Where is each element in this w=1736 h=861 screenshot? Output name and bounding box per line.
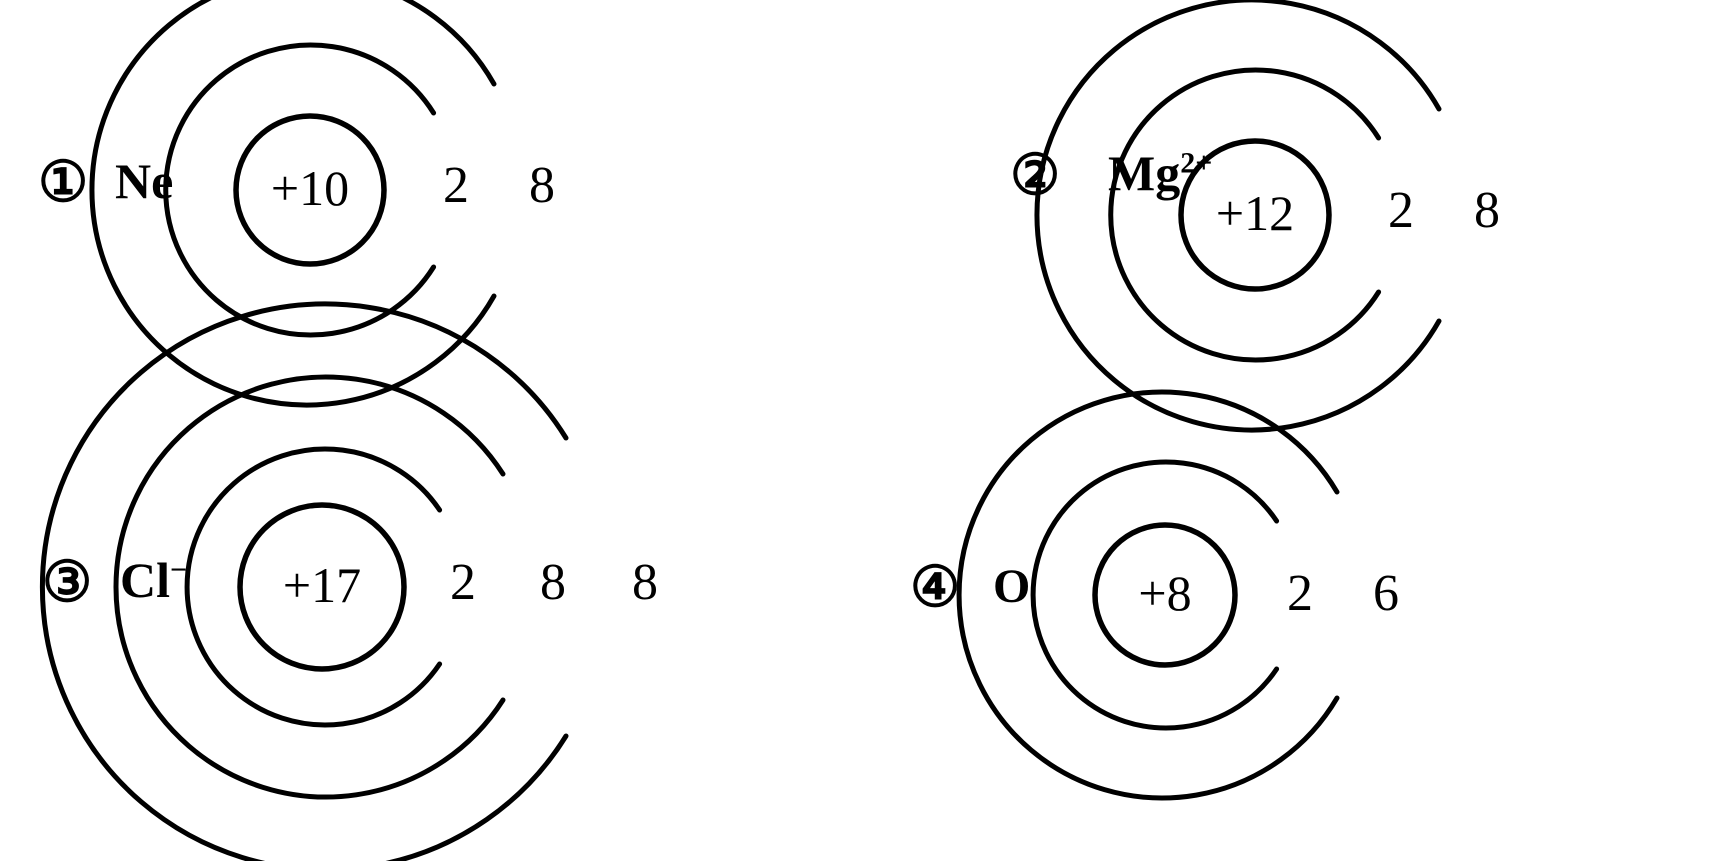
nucleus-charge-mg2plus: +12 (1215, 185, 1295, 241)
atom-diagram-mg2plus: ② Mg2+ 2 8 (940, 0, 1736, 433)
shell-count-2: 8 (540, 554, 566, 611)
mg2plus-shell-svg (1034, 0, 1442, 433)
element-charge-superscript: − (170, 553, 188, 587)
diagram-index-1: ① (38, 152, 89, 214)
diagram-index-4: ④ (910, 557, 961, 619)
nucleus-charge-ne: +10 (270, 160, 350, 216)
o-shell-svg (956, 389, 1340, 801)
element-label-o: O (993, 563, 1030, 611)
electron-shell-arc-2 (89, 0, 497, 408)
shell-count-2: 8 (1474, 182, 1500, 239)
shell-count-1: 2 (450, 554, 476, 611)
electron-shell-arc-1 (1030, 459, 1280, 731)
electron-shell-arc-2 (956, 389, 1340, 801)
shell-count-1: 2 (443, 157, 469, 214)
shell-count-2: 8 (529, 157, 555, 214)
shell-count-3: 8 (632, 554, 658, 611)
shell-count-1: 2 (1287, 565, 1313, 622)
diagram-index-2: ② (1010, 145, 1061, 207)
atom-diagram-o: ④ O 2 6 (880, 389, 1736, 861)
nucleus-circle (1178, 138, 1332, 292)
electron-shell-arc-1 (184, 446, 443, 728)
nucleus-circle (233, 113, 387, 267)
electron-shell-arc-1 (1108, 67, 1382, 363)
shell-count-1: 2 (1388, 182, 1414, 239)
diagram-index-3: ③ (42, 552, 93, 614)
element-symbol: Cl (120, 552, 170, 608)
electron-shell-arc-3 (39, 301, 569, 861)
atom-diagram-ne: ① Ne 2 8 (0, 0, 700, 408)
shell-count-2: 6 (1373, 565, 1399, 622)
clminus-shell-svg (39, 301, 569, 861)
nucleus-circle (237, 502, 407, 672)
ne-shell-svg (89, 0, 497, 408)
element-symbol: Mg (1108, 145, 1181, 201)
atom-diagram-clminus: ③ Cl− 2 8 8 (0, 301, 760, 861)
element-label-clminus: Cl− (120, 555, 187, 605)
electron-shell-arc-2 (113, 374, 506, 800)
electron-shell-arc-1 (163, 42, 437, 338)
nucleus-charge-clminus: +17 (282, 557, 362, 613)
electron-shell-arc-2 (1034, 0, 1442, 433)
nucleus-circle (1092, 522, 1238, 668)
nucleus-charge-o: +8 (1138, 565, 1192, 621)
element-symbol: O (993, 560, 1031, 613)
